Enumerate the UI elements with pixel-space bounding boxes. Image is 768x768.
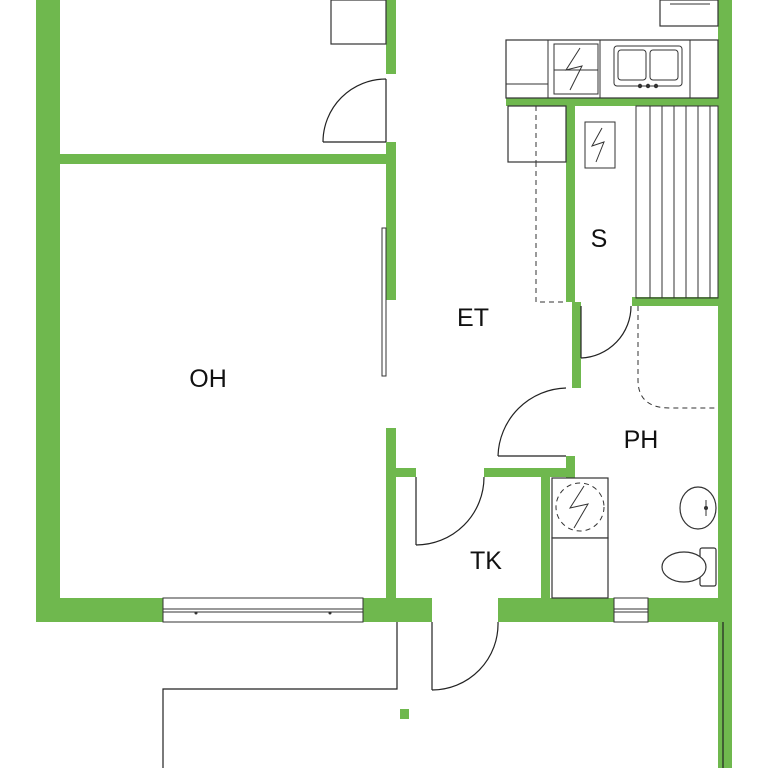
wall-outer-bottom-right [498,598,722,622]
sauna-benches [635,105,719,299]
kitchen-counter [505,0,719,99]
utility-cabinet [551,537,609,599]
room-label-sauna: S [591,225,608,253]
toilet-icon [661,547,717,587]
door-bathroom [497,387,567,457]
wall-utility-top-left [386,468,416,477]
wall-outer-right [718,0,732,768]
wall-utility-right [541,476,550,606]
wall-center-mid [386,142,396,300]
terrace-outline [162,622,724,768]
door-utility-room [415,476,485,546]
electric-stove-icon [553,43,599,95]
door-sauna [580,305,632,359]
room-label-utility-room: TK [470,547,502,575]
room-label-bathroom: PH [624,426,659,454]
wall-bath-left-mid [572,302,581,388]
kitchen-sink-icon [613,45,683,89]
wall-outer-left [36,0,60,622]
wall-center-lower [386,428,396,622]
washing-machine-icon [551,477,609,539]
room-label-entrance-hall: ET [457,304,489,332]
bedroom-wardrobe [330,0,387,45]
room-label-living-room: OH [189,365,227,393]
washbasin-icon [679,486,717,530]
door-bedroom [322,78,387,143]
wall-bath-left-upper [566,100,575,302]
wall-sauna-bottom [632,297,720,306]
wall-bath-left-lower [566,456,575,478]
wall-dot [400,709,409,719]
window-living-room [162,597,364,623]
window-bathroom [613,597,649,623]
door-entrance [431,621,499,691]
wall-kitchen-bottom [506,98,718,106]
wall-utility-top-right [484,468,572,477]
shower-area [637,306,718,409]
sauna-heater-icon [584,121,616,169]
wall-top-center [386,0,396,74]
sliding-door-living-room [381,227,387,377]
walls [36,0,732,768]
wall-bedroom-bottom [60,154,392,164]
hall-closet [507,105,567,303]
